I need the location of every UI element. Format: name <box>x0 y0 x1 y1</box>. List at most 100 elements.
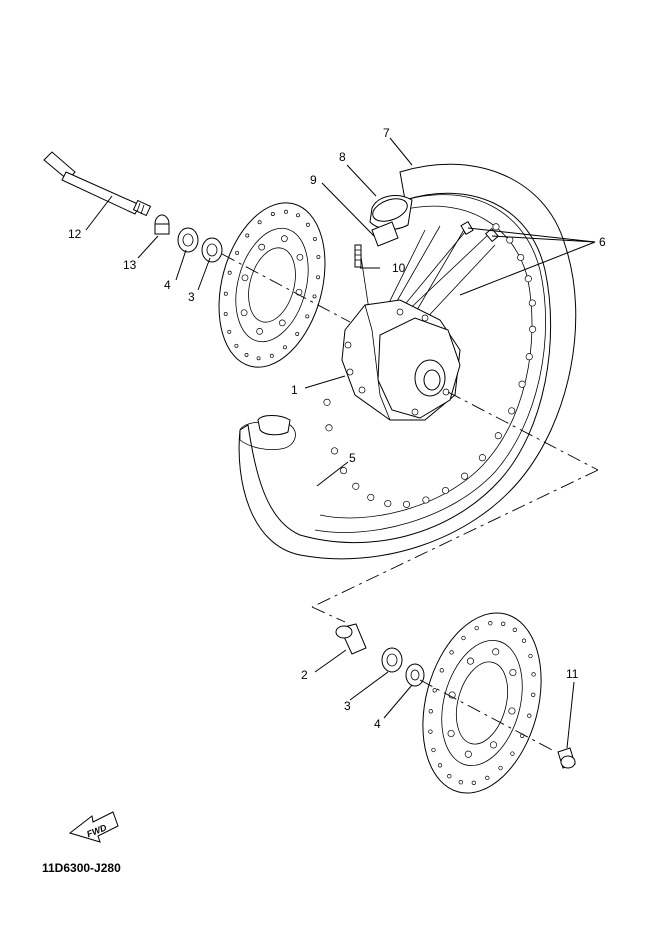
disc-hole <box>485 775 490 781</box>
hub <box>341 299 461 421</box>
rim-hole <box>518 380 526 388</box>
rim-hole <box>492 223 500 231</box>
disc-bolt-hole <box>464 750 472 758</box>
rim-hole <box>528 299 536 307</box>
disc-hole <box>521 638 527 643</box>
disc-bolt-hole <box>296 253 304 261</box>
disc-hole <box>510 751 515 756</box>
disc-hole <box>431 747 436 753</box>
rim-hole <box>323 398 331 406</box>
disc-hole <box>223 311 228 316</box>
oil-seal-upper <box>201 237 223 263</box>
callout-8: 8 <box>339 150 346 164</box>
tire <box>238 163 577 560</box>
callout-3-lower: 3 <box>344 699 351 713</box>
bolt <box>557 747 576 769</box>
collar-upper <box>154 214 170 235</box>
rim-hole <box>330 447 339 455</box>
callout-7: 7 <box>383 126 390 140</box>
disc-hole <box>471 780 476 785</box>
rim-hole <box>506 236 514 244</box>
callout-11: 11 <box>566 667 579 681</box>
diagram-code: 11D6300-J280 <box>42 861 121 875</box>
rim-hole <box>461 472 469 480</box>
disc-hole <box>439 668 444 673</box>
callout-5: 5 <box>349 451 356 465</box>
disc-bolt-hole <box>258 243 266 251</box>
callout-2: 2 <box>301 668 308 682</box>
callouts: 1 2 3 3 4 4 5 6 7 8 9 10 11 12 13 <box>68 126 606 731</box>
disc-bolt-hole <box>281 235 288 242</box>
callout-3-upper: 3 <box>188 290 195 304</box>
disc-hole <box>305 314 310 319</box>
rim-hole <box>508 407 516 415</box>
rim-hole <box>441 486 450 495</box>
brake-disc-upper <box>218 202 326 368</box>
disc-hole <box>474 625 479 631</box>
rim-hole <box>402 500 411 508</box>
disc-hole <box>498 765 503 771</box>
disc-hole <box>428 729 433 734</box>
disc-hole <box>501 621 506 626</box>
rim-band <box>369 195 413 230</box>
rim-hole <box>340 467 348 475</box>
leader-lines <box>85 137 596 749</box>
spoke-nipples <box>460 220 499 243</box>
axle <box>43 151 152 217</box>
disc-hole <box>257 220 262 225</box>
disc-bolt-hole <box>508 707 516 715</box>
rim-hole <box>384 499 392 508</box>
disc-bolt-hole <box>492 648 500 656</box>
disc-hole <box>488 621 493 626</box>
rim-hole <box>517 253 525 262</box>
disc-hole <box>312 236 317 241</box>
disc-hole <box>227 270 232 275</box>
disc-hole <box>235 250 240 255</box>
disc-hole <box>316 254 321 259</box>
disc-hole <box>283 345 287 350</box>
rim-hole <box>352 482 360 490</box>
collar-lower <box>335 623 367 655</box>
rim-hole <box>325 424 333 432</box>
disc-hole <box>432 688 437 693</box>
disc-bolt-hole <box>489 741 498 749</box>
disc-bolt-hole <box>466 657 475 665</box>
disc-hole <box>245 233 250 238</box>
disc-hole <box>269 353 274 358</box>
callout-4-lower: 4 <box>374 717 381 731</box>
disc-hole <box>528 653 533 659</box>
disc-hole <box>316 275 321 280</box>
callout-9: 9 <box>310 173 317 187</box>
disc-hole <box>512 627 517 632</box>
disc-bolt-hole <box>240 309 248 317</box>
rim-spoke-holes <box>323 223 537 508</box>
disc-hole <box>428 709 433 714</box>
disc-hole <box>223 291 228 296</box>
bearing-upper <box>177 227 199 253</box>
oil-seal-lower <box>405 663 425 687</box>
callout-4-upper: 4 <box>164 278 171 292</box>
disc-hole <box>234 343 239 348</box>
disc-hole <box>295 331 300 336</box>
disc-hole <box>449 650 454 655</box>
disc-hole <box>244 352 249 357</box>
disc-hole <box>447 774 452 779</box>
brake-disc-lower <box>422 612 542 794</box>
disc-hole <box>312 294 317 299</box>
callout-12: 12 <box>68 227 82 241</box>
disc-hole <box>531 692 536 697</box>
rim-hole <box>422 496 430 504</box>
disc-hole <box>284 209 288 214</box>
rim-hole <box>524 275 532 283</box>
disc-hole <box>227 329 232 334</box>
disc-hole <box>270 212 275 216</box>
rim-hole <box>525 353 533 361</box>
callout-6: 6 <box>599 235 606 249</box>
valve-stem <box>354 221 399 268</box>
rim-hole <box>478 454 486 462</box>
disc-bolt-hole <box>447 729 455 738</box>
disc-bolt-hole <box>278 319 286 327</box>
rim-hole <box>494 432 502 440</box>
callout-1: 1 <box>291 383 298 397</box>
